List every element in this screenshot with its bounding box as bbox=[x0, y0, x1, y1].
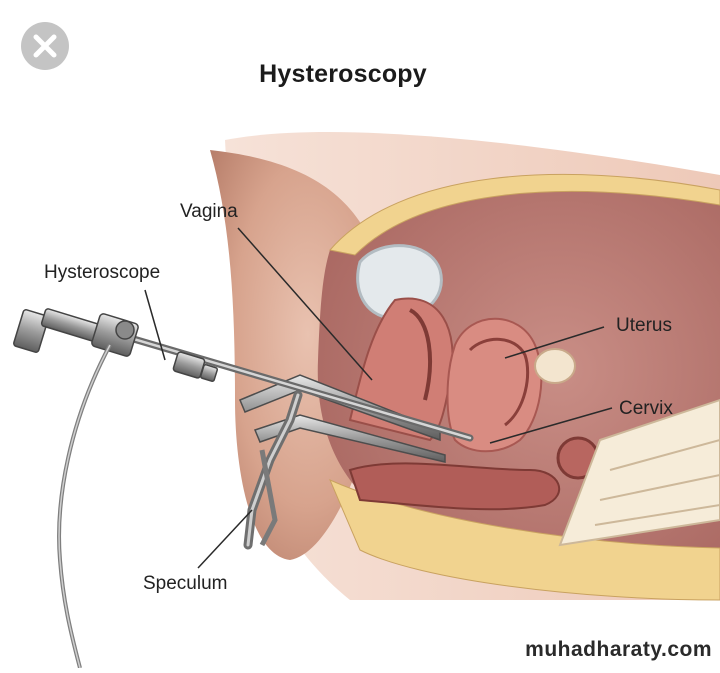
watermark: muhadharaty.com bbox=[525, 638, 712, 661]
label-cervix: Cervix bbox=[619, 398, 673, 419]
fat-layer-bottom bbox=[329, 479, 720, 601]
label-vagina: Vagina bbox=[180, 201, 238, 222]
label-speculum: Speculum bbox=[143, 573, 228, 594]
ovary bbox=[534, 348, 576, 384]
spine bbox=[558, 398, 720, 547]
fat-layer-top bbox=[329, 173, 720, 256]
label-hysteroscope: Hysteroscope bbox=[44, 262, 161, 283]
leader-lines bbox=[144, 227, 613, 569]
close-icon bbox=[33, 34, 57, 58]
hysteroscope bbox=[13, 308, 474, 669]
uterus bbox=[446, 317, 543, 453]
light-cable bbox=[57, 344, 112, 669]
speculum bbox=[239, 374, 446, 550]
rectum bbox=[348, 462, 561, 511]
diagram-title: Hysteroscopy bbox=[259, 60, 427, 88]
label-uterus: Uterus bbox=[616, 315, 672, 336]
close-button[interactable] bbox=[21, 22, 69, 70]
